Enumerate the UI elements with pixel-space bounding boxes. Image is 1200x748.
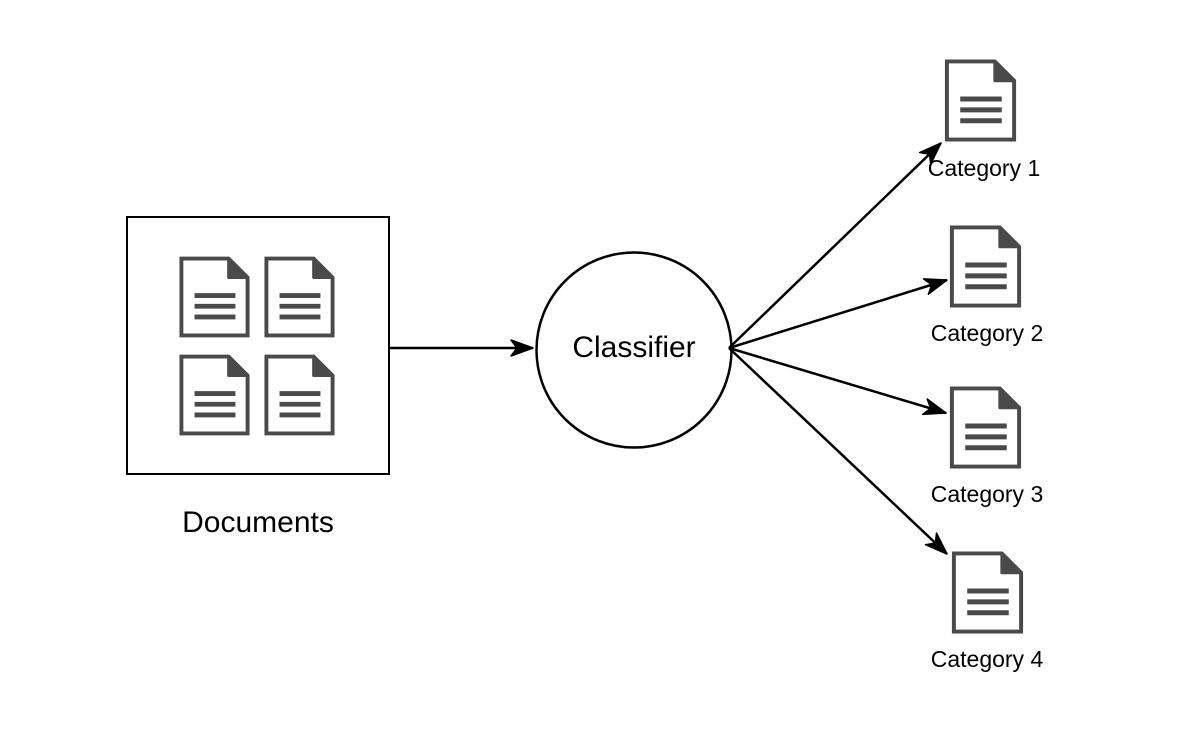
classifier-to-category-3-arrow: [728, 346, 947, 416]
category-4-label: Category 4: [931, 646, 1044, 672]
category-2-document-icon: [952, 227, 1019, 305]
document-icon: [181, 357, 247, 434]
documents-box: [126, 216, 390, 475]
category-2-label: Category 2: [931, 320, 1044, 346]
category-3-document-icon: [952, 388, 1019, 466]
classifier-to-category-1-arrow: [728, 142, 942, 349]
documents-label: Documents: [182, 506, 334, 539]
document-icon: [266, 357, 332, 434]
classifier-to-category-2-arrow: [728, 278, 948, 350]
category-3-label: Category 3: [931, 481, 1044, 507]
classifier-to-category-4-arrow: [728, 347, 948, 555]
category-4-document-icon: [954, 553, 1021, 631]
document-icon: [266, 259, 332, 336]
classifier-label: Classifier: [572, 331, 695, 364]
category-1-label: Category 1: [928, 155, 1041, 181]
document-icon: [181, 259, 247, 336]
category-1-document-icon: [947, 61, 1014, 139]
